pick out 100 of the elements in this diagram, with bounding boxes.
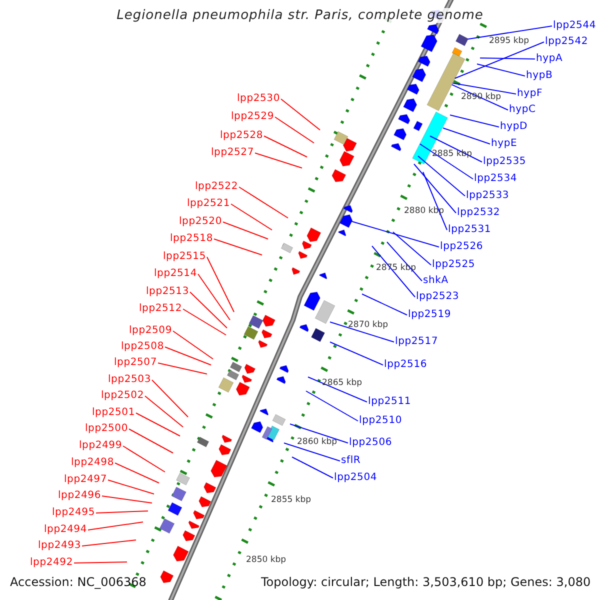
- leader-line: [292, 456, 334, 478]
- gene-label: lpp2520: [178, 216, 222, 228]
- leader-line: [88, 522, 144, 530]
- leader-line: [392, 232, 432, 266]
- gene-label: lpp2515: [162, 251, 206, 263]
- scale-tick-label: 2870 kbp: [348, 320, 388, 330]
- gene-label: lpp2516: [384, 359, 428, 371]
- gene-label: lpp2497: [64, 474, 107, 486]
- gene-label: hypC: [509, 104, 536, 116]
- leader-line: [222, 222, 268, 240]
- gene-label: lpp2499: [78, 440, 122, 452]
- gene-label: hypA: [536, 53, 563, 65]
- leader-line: [280, 98, 320, 130]
- gene-label: lpp2526: [440, 241, 484, 253]
- leader-line: [418, 156, 466, 196]
- leader-line: [102, 496, 152, 504]
- gene-label: lpp2530: [236, 93, 280, 105]
- leader-line: [430, 136, 482, 162]
- leader-line: [420, 144, 474, 180]
- gene-label: lpp2544: [553, 20, 596, 32]
- leader-line: [414, 164, 456, 214]
- leader-line: [306, 390, 358, 422]
- gene-label: lpp2533: [466, 190, 510, 202]
- leader-line: [182, 308, 226, 336]
- gene-label: lpp2507: [114, 357, 157, 369]
- gene-label: lpp2534: [474, 173, 518, 185]
- leader-line: [264, 136, 308, 158]
- gene-label: lpp2532: [457, 207, 500, 219]
- gene-label: lpp2508: [120, 341, 164, 353]
- leader-line: [108, 480, 154, 494]
- gene-label: lpp2506: [349, 437, 392, 449]
- gene-label: lpp2529: [230, 111, 274, 123]
- leader-line: [152, 380, 188, 418]
- gene-label: lpp2496: [58, 490, 101, 502]
- leader-line: [308, 376, 368, 402]
- leader-line: [158, 362, 208, 374]
- gene-label: lpp2501: [92, 407, 135, 419]
- leader-line: [450, 114, 500, 128]
- scale-tick-label: 2890 kbp: [461, 92, 502, 102]
- leader-line: [96, 510, 148, 514]
- leader-line: [74, 562, 128, 564]
- gene-label: lpp2522: [194, 181, 238, 193]
- gene-label: lpp2512: [138, 303, 182, 315]
- gene-label: lpp2503: [108, 374, 151, 386]
- leader-line: [274, 116, 314, 144]
- gene-label: lpp2523: [416, 291, 460, 303]
- leader-line: [114, 462, 160, 484]
- gene-label: lpp2492: [30, 557, 73, 569]
- gene-label: lpp2518: [170, 233, 213, 245]
- gene-label: lpp2502: [100, 390, 144, 402]
- footer-text: Accession: NC_006368: [10, 575, 146, 589]
- leader-line: [136, 412, 180, 436]
- gene-label: hypB: [526, 70, 553, 82]
- gene-block: [455, 34, 469, 46]
- leader-line: [254, 152, 302, 168]
- gene-label: lpp2519: [408, 309, 452, 321]
- scale-tick-label: 2895 kbp: [489, 36, 530, 46]
- leader-line: [82, 540, 136, 546]
- leader-line: [172, 330, 214, 360]
- leader-line: [206, 256, 234, 312]
- gene-label: lpp2511: [368, 396, 412, 408]
- scale-tick-label: 2860 kbp: [297, 437, 338, 447]
- gene-label: lpp2517: [395, 336, 438, 348]
- gene-label: shkA: [423, 275, 448, 287]
- leader-line: [480, 58, 536, 60]
- gene-label: sflR: [341, 455, 361, 467]
- leader-line: [284, 442, 340, 462]
- leader-line: [144, 396, 184, 428]
- leader-line: [454, 42, 544, 79]
- gene-label: lpp2504: [334, 472, 378, 484]
- gene-label: lpp2500: [84, 423, 128, 435]
- leader-line: [214, 238, 262, 256]
- gene-label: hypE: [491, 138, 518, 150]
- gene-label: lpp2535: [483, 156, 526, 168]
- gene-label: hypF: [517, 88, 543, 100]
- leader-line: [290, 424, 348, 444]
- leader-line: [238, 186, 288, 218]
- gene-label: lpp2531: [448, 224, 492, 236]
- leader-line: [351, 220, 440, 248]
- leader-line: [362, 294, 408, 316]
- footer-text: Topology: circular; Length: 3,503,610 bp; Genes: 3,080: [261, 575, 591, 589]
- gene-label: lpp2514: [154, 268, 197, 280]
- scale-tick-label: 2855 kbp: [271, 495, 312, 505]
- gene-label: lpp2509: [128, 325, 172, 337]
- leader-line: [128, 428, 174, 454]
- chart-title: Legionella pneumophila str. Paris, complete genome: [116, 8, 484, 23]
- leader-line: [164, 346, 212, 366]
- leader-line: [442, 128, 490, 144]
- gene-label: lpp2494: [44, 524, 87, 536]
- leader-line: [330, 342, 384, 366]
- leader-line: [230, 204, 272, 230]
- leader-line: [476, 64, 526, 76]
- leader-line: [451, 84, 508, 110]
- gene-label: hypD: [500, 121, 528, 133]
- leader-line: [198, 274, 230, 320]
- gene-label: lpp2528: [220, 130, 263, 142]
- leader-line: [122, 446, 166, 472]
- leader-line: [330, 322, 394, 342]
- leader-line: [467, 26, 552, 40]
- gene-label: lpp2495: [52, 507, 95, 519]
